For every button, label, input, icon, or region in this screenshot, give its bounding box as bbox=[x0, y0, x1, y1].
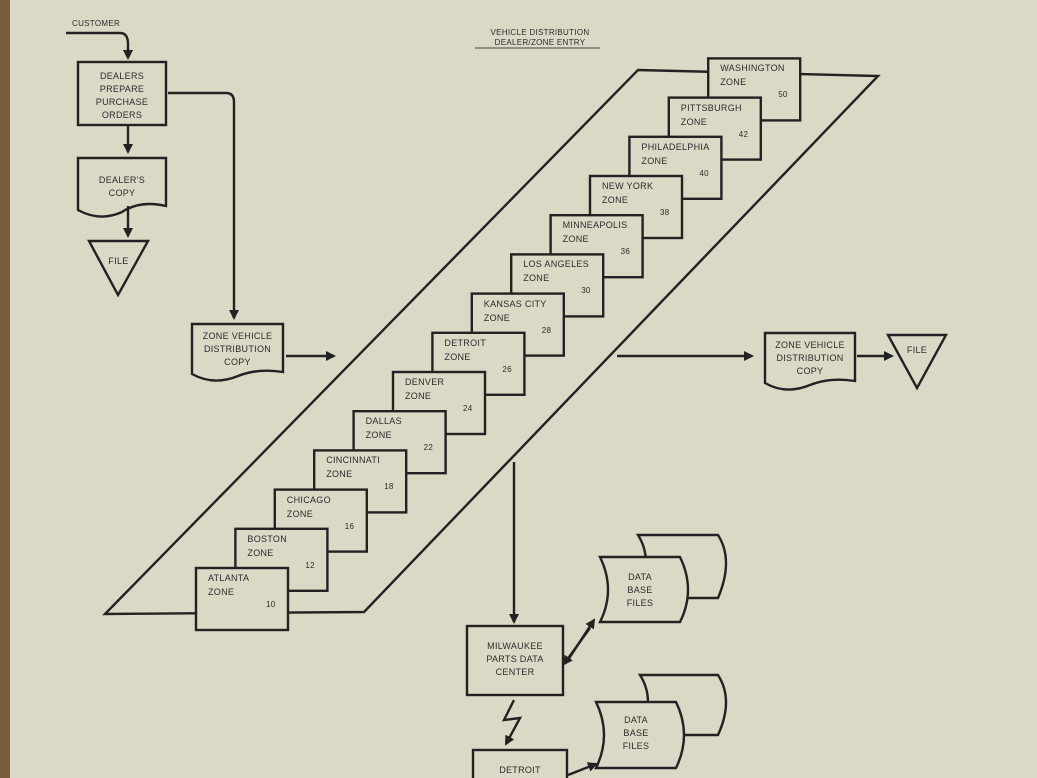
zone-number-cincinnati: 18 bbox=[384, 482, 394, 492]
zone-suffix-pittsburgh: ZONE bbox=[680, 116, 707, 127]
zone-number-philadelphia: 40 bbox=[699, 168, 709, 178]
zone-suffix-los-angeles: ZONE bbox=[523, 273, 550, 284]
zone-suffix-new-york: ZONE bbox=[602, 195, 629, 205]
zone-copy-right-document bbox=[763, 331, 857, 391]
zone-number-los-angeles: 30 bbox=[581, 286, 591, 296]
zone-suffix-kansas-city: ZONE bbox=[483, 312, 510, 323]
zone-name-kansas-city: KANSAS CITY bbox=[483, 298, 547, 309]
customer-arrow bbox=[66, 31, 133, 60]
zone-suffix-washington: ZONE bbox=[720, 77, 747, 88]
zone-number-minneapolis: 36 bbox=[620, 247, 631, 257]
header-title-line2: DEALER/ZONE ENTRY bbox=[494, 38, 586, 47]
zone-number-kansas-city: 28 bbox=[541, 325, 552, 335]
detroit-process-box bbox=[471, 748, 569, 778]
database-files-2-line2: BASE bbox=[623, 728, 649, 738]
database-files-2-line1: DATA bbox=[624, 715, 648, 725]
telecom-link-icon bbox=[501, 699, 523, 746]
zone-copy-right-line3: COPY bbox=[796, 366, 824, 376]
zone-suffix-philadelphia: ZONE bbox=[641, 155, 668, 166]
dealers-box-line2: PREPARE bbox=[99, 84, 145, 94]
file-label: FILE bbox=[108, 256, 129, 266]
zone-number-pittsburgh: 42 bbox=[738, 129, 749, 139]
milwaukee-line3: CENTER bbox=[495, 667, 535, 677]
zone-copy-left-line1: ZONE VEHICLE bbox=[202, 331, 273, 341]
database-files-1-line3: FILES bbox=[626, 598, 654, 608]
zone-number-chicago: 16 bbox=[344, 521, 355, 531]
right-file-storage-triangle bbox=[885, 333, 949, 391]
database-files-1-front bbox=[598, 555, 690, 624]
dealers-copy-document bbox=[76, 156, 168, 218]
zone-name-cincinnati: CINCINNATI bbox=[326, 455, 381, 466]
dealers-box-line3: PURCHASE bbox=[95, 97, 149, 107]
zone-copy-right-line2: DISTRIBUTION bbox=[776, 353, 844, 363]
database-files-1-line1: DATA bbox=[628, 572, 652, 582]
page-edge bbox=[0, 0, 10, 778]
file-storage-triangle bbox=[86, 239, 151, 298]
zone-copy-right-line1: ZONE VEHICLE bbox=[775, 340, 845, 350]
zone-suffix-dallas: ZONE bbox=[365, 430, 392, 441]
database-files-2-line3: FILES bbox=[622, 741, 650, 751]
zone-suffix-minneapolis: ZONE bbox=[562, 234, 589, 245]
milwaukee-line2: PARTS DATA bbox=[486, 654, 544, 664]
zone-name-detroit: DETROIT bbox=[444, 337, 486, 348]
dealers-process-box bbox=[76, 60, 168, 127]
dealers-box-line4: ORDERS bbox=[101, 110, 143, 120]
dealers-box-line1: DEALERS bbox=[99, 71, 145, 81]
database-files-2-front bbox=[594, 700, 686, 770]
header-title-line1: VEHICLE DISTRIBUTION bbox=[490, 28, 590, 37]
zone-number-boston: 12 bbox=[305, 560, 315, 570]
zone-boxes-group bbox=[194, 57, 802, 632]
zone-number-dallas: 22 bbox=[423, 443, 434, 453]
milwaukee-line1: MILWAUKEE bbox=[487, 641, 543, 651]
zone-number-denver: 24 bbox=[463, 404, 473, 413]
zone-copy-left-line2: DISTRIBUTION bbox=[203, 344, 272, 354]
zone-name-washington: WASHINGTON bbox=[720, 63, 785, 74]
dealers-copy-line1: DEALER'S bbox=[98, 175, 146, 185]
zone-name-pittsburgh: PITTSBURGH bbox=[680, 102, 742, 113]
zone-name-boston: BOSTON bbox=[247, 533, 288, 544]
zone-suffix-chicago: ZONE bbox=[286, 508, 313, 519]
zone-suffix-cincinnati: ZONE bbox=[326, 469, 353, 480]
zone-name-dallas: DALLAS bbox=[365, 416, 402, 427]
zone-suffix-denver: ZONE bbox=[405, 391, 432, 401]
zone-name-minneapolis: MINNEAPOLIS bbox=[562, 220, 628, 231]
customer-label: CUSTOMER bbox=[72, 19, 121, 28]
zone-name-chicago: CHICAGO bbox=[286, 494, 331, 505]
zone-name-los-angeles: LOS ANGELES bbox=[523, 259, 590, 270]
zone-box-atlanta bbox=[194, 566, 290, 632]
detroit-db-arrow bbox=[567, 762, 598, 777]
zone-number-atlanta: 10 bbox=[266, 600, 276, 609]
zone-number-washington: 50 bbox=[778, 90, 788, 100]
zone-name-philadelphia: PHILADELPHIA bbox=[641, 141, 710, 152]
milwaukee-db-arrow-down bbox=[562, 627, 591, 666]
file-right-label: FILE bbox=[906, 345, 928, 355]
zone-copy-left-line3: COPY bbox=[224, 357, 251, 367]
dealers-copy-line2: COPY bbox=[108, 188, 136, 198]
zone-number-new-york: 38 bbox=[660, 208, 670, 217]
zone-suffix-boston: ZONE bbox=[247, 547, 274, 558]
zone-name-denver: DENVER bbox=[405, 377, 445, 387]
zone-name-atlanta: ATLANTA bbox=[208, 573, 250, 583]
database-files-1-line2: BASE bbox=[627, 585, 653, 595]
zone-copy-left-document bbox=[190, 322, 285, 382]
dealers-to-zone-copy-arrow bbox=[168, 91, 239, 320]
zone-suffix-atlanta: ZONE bbox=[208, 587, 235, 597]
zone-name-new-york: NEW YORK bbox=[602, 181, 654, 191]
detroit-bottom-label: DETROIT bbox=[499, 765, 541, 775]
zone-number-detroit: 26 bbox=[502, 364, 512, 374]
zone-suffix-detroit: ZONE bbox=[444, 351, 471, 362]
